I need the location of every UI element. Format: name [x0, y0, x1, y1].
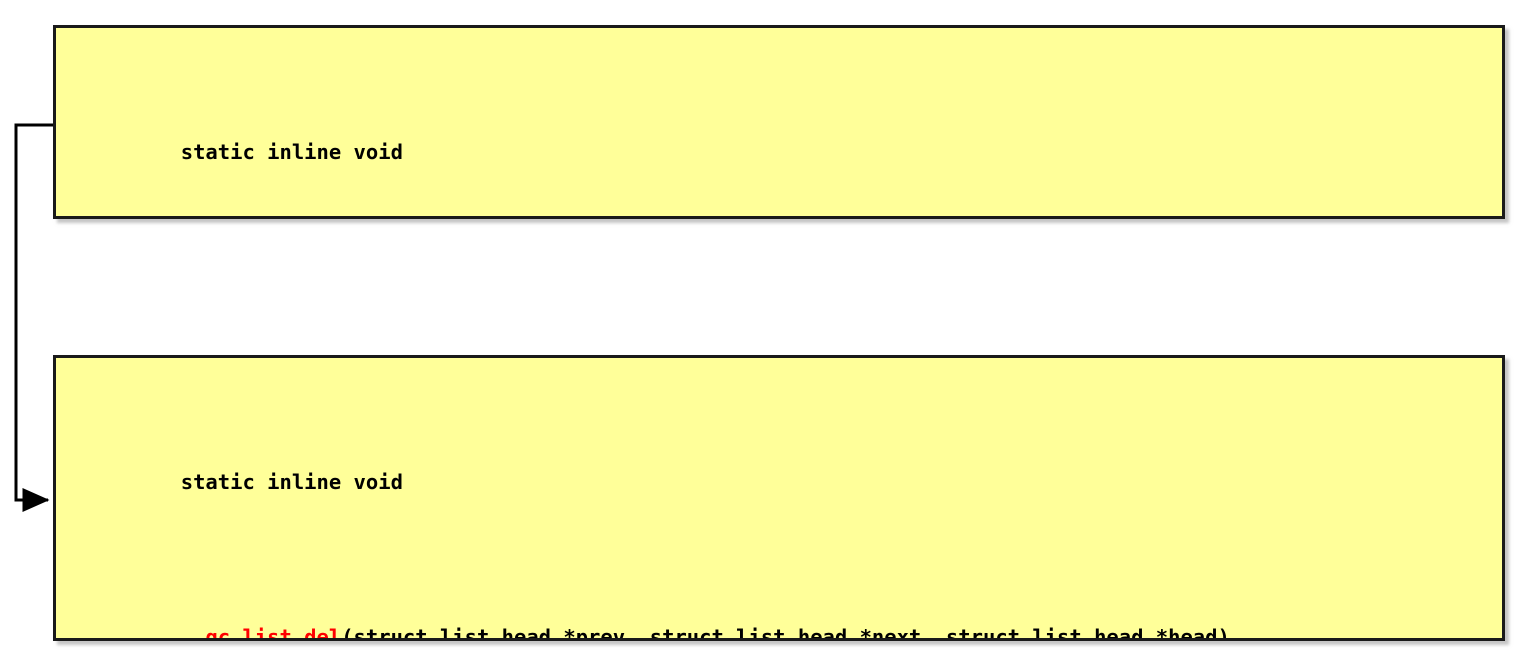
code-body-underscore-gc-list-del: static inline void __gc_list_del(struct …: [82, 374, 1496, 641]
code-box-gc-list-del: static inline void gc_list_del(struct li…: [53, 25, 1505, 219]
code-line: static inline void: [82, 106, 1496, 199]
code-token: static inline void: [180, 470, 403, 494]
arrow-path: [14, 123, 55, 512]
code-box-underscore-gc-list-del: static inline void __gc_list_del(struct …: [53, 355, 1505, 641]
function-name: __gc_list_del: [180, 625, 342, 641]
code-line: __gc_list_del(struct list_head *prev, st…: [82, 591, 1496, 641]
code-token: static inline void: [180, 140, 403, 164]
code-line: static inline void: [82, 436, 1496, 529]
code-token: (struct list_head *prev, struct list_hea…: [341, 625, 1230, 641]
code-body-gc-list-del: static inline void gc_list_del(struct li…: [82, 44, 1496, 216]
